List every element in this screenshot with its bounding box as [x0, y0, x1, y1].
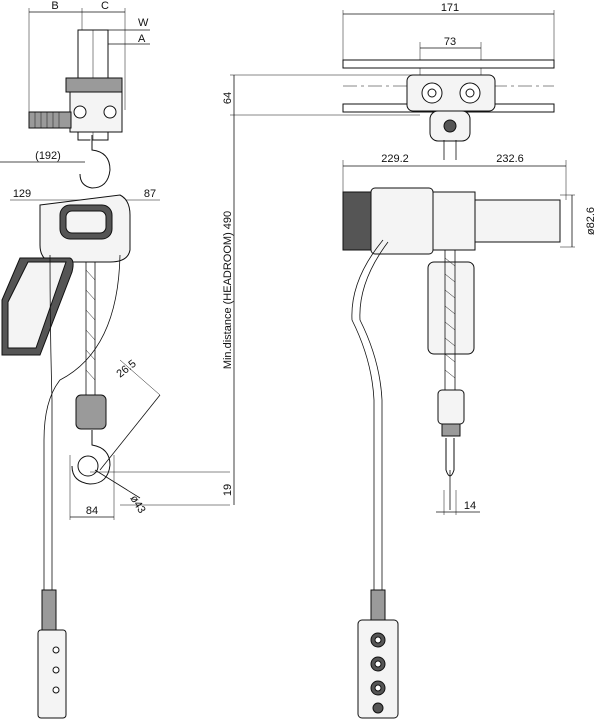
dim-129-label: 129: [13, 188, 31, 200]
dim-171-label: 171: [441, 2, 459, 14]
headroom-label: Min.distance (HEADROOM) 490: [222, 211, 234, 369]
dim-64-label: 64: [222, 92, 234, 104]
side-bottom-block: [75, 394, 107, 430]
dim-b-label: B: [51, 0, 58, 12]
front-pendant-strain: [370, 589, 386, 621]
front-motor-cap: [342, 191, 372, 251]
dim-phi43-label: ø43: [127, 493, 147, 515]
front-trolley: [406, 74, 496, 112]
side-control-cable: [43, 254, 121, 590]
side-pendant: [37, 629, 67, 719]
pendant-button-4: [372, 702, 384, 714]
front-rail-top: [342, 59, 555, 69]
front-chain-bag: [427, 261, 475, 355]
dim-84-label: 84: [86, 505, 98, 517]
front-gearbox: [432, 191, 476, 251]
front-view: 171 73 229.2 232.6 ø82.6: [342, 2, 597, 719]
headroom-dimension: 64 Min.distance (HEADROOM) 490 19: [90, 74, 420, 506]
dim-14-label: 14: [464, 500, 476, 512]
side-view: B C W A (192) 129 87: [0, 0, 161, 719]
dim-c-label: C: [101, 0, 109, 12]
dim-229-2-label: 229.2: [381, 153, 409, 165]
front-motor-housing: [370, 187, 434, 255]
front-bottom-block: [437, 389, 465, 425]
dim-192-label: (192): [35, 150, 61, 162]
dim-73-label: 73: [444, 36, 456, 48]
front-brake-cylinder: [474, 199, 561, 243]
dim-w-label: W: [138, 17, 149, 29]
side-upper-hook: [79, 135, 111, 189]
dim-87-label: 87: [144, 188, 156, 200]
side-adjuster-screw: [28, 111, 72, 129]
dim-232-6-label: 232.6: [496, 153, 524, 165]
dim-a-label: A: [138, 33, 146, 45]
dim-19-label: 19: [222, 484, 234, 496]
dim-phi82-6-label: ø82.6: [585, 207, 597, 235]
side-pendant-strain: [41, 589, 57, 631]
side-trolley-top: [65, 77, 123, 93]
front-control-cable: [351, 239, 384, 590]
dim-26-5-label: 26.5: [114, 358, 138, 381]
